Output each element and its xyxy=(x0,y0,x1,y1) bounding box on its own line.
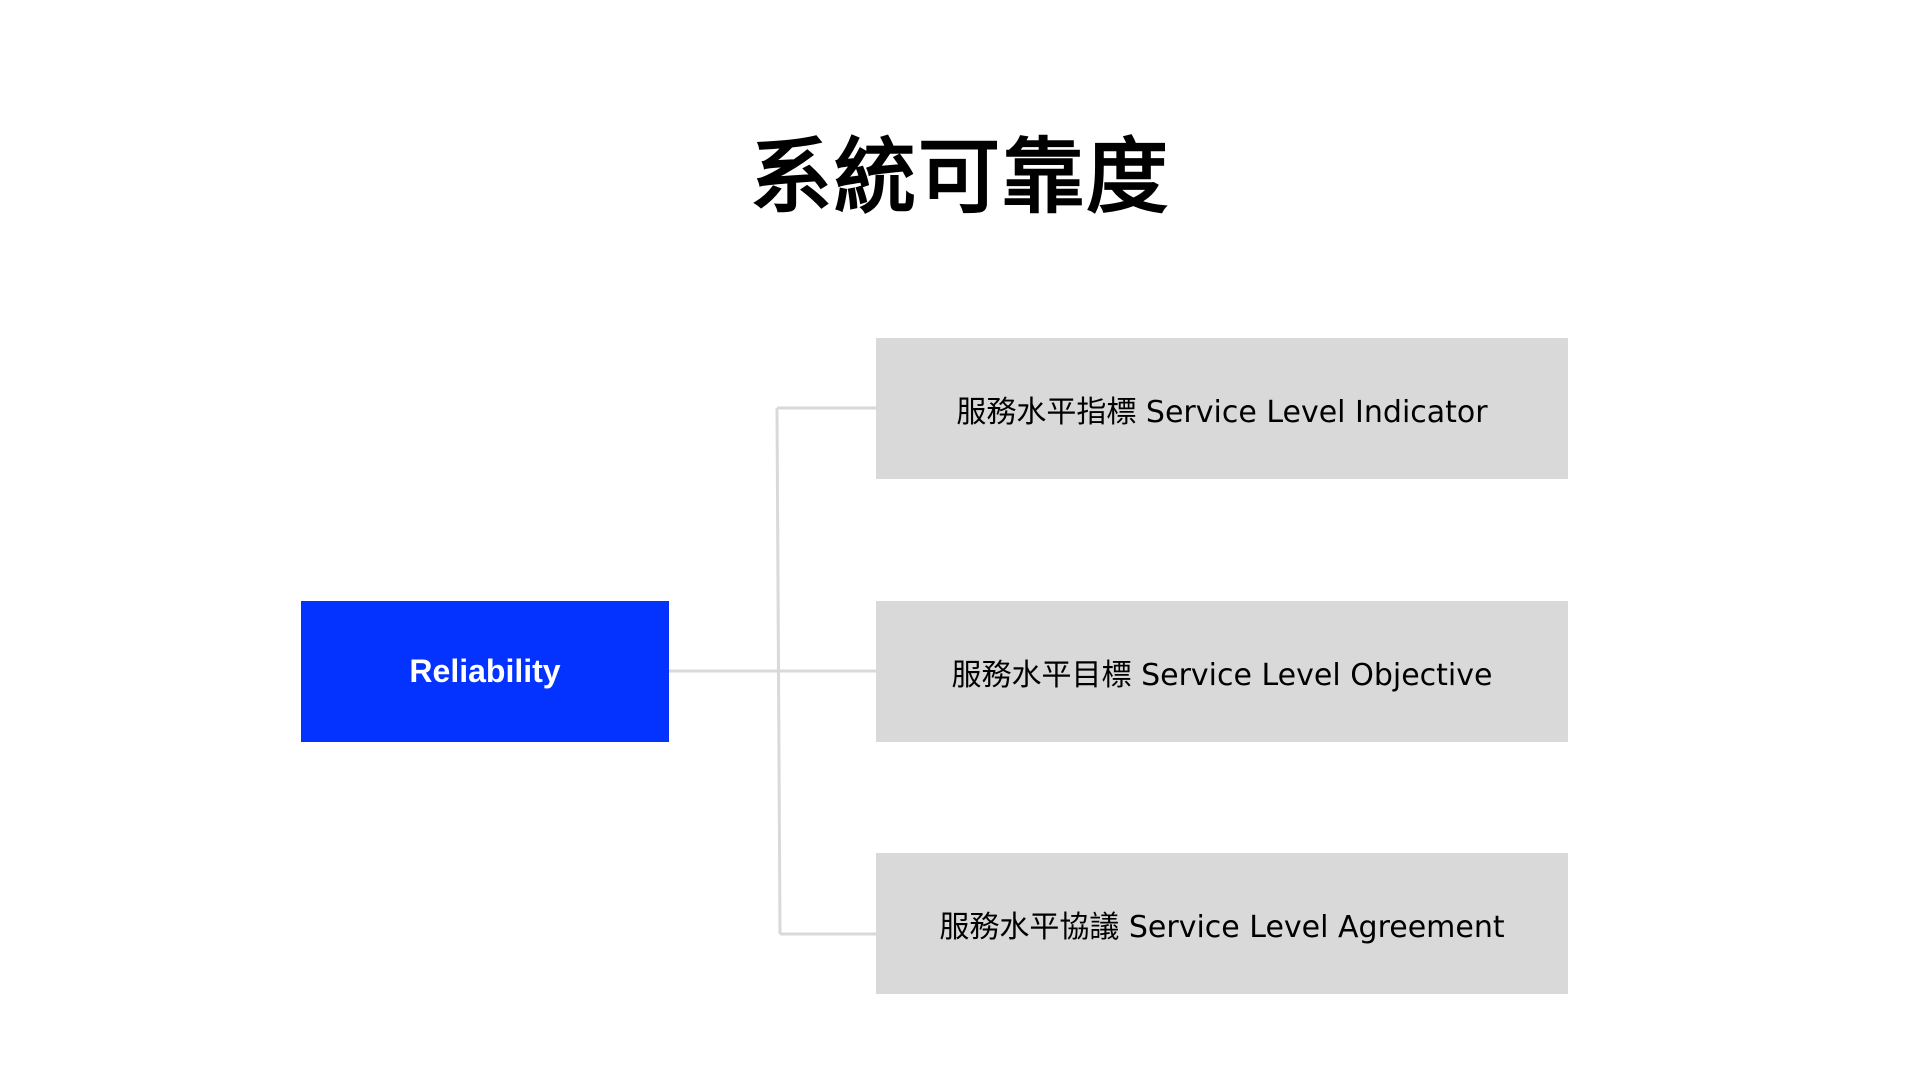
child-node-label: 服務水平指標 Service Level Indicator xyxy=(956,394,1488,430)
child-node-label: 服務水平協議 Service Level Agreement xyxy=(939,909,1505,945)
child-node-slo: 服務水平目標 Service Level Objective xyxy=(876,601,1568,742)
child-node-sli: 服務水平指標 Service Level Indicator xyxy=(876,338,1568,479)
child-node-sla: 服務水平協議 Service Level Agreement xyxy=(876,853,1568,994)
diagram-title: 系統可靠度 xyxy=(749,130,1170,225)
child-node-label: 服務水平目標 Service Level Objective xyxy=(951,657,1493,693)
root-node-reliability: Reliability xyxy=(301,601,669,742)
root-node-label: Reliability xyxy=(409,653,561,689)
